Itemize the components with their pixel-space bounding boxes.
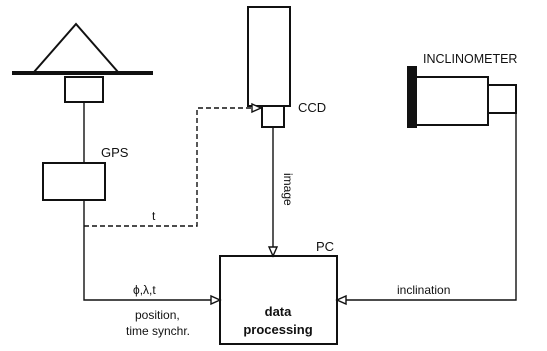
gps-label: GPS <box>101 145 129 160</box>
gps-receiver-box <box>42 162 106 201</box>
inclinometer-label: INCLINOMETER <box>423 52 517 66</box>
arrowhead-image-to-pc <box>267 246 279 258</box>
arrowhead-gps-to-pc <box>210 294 222 306</box>
inclination-line <box>345 113 517 301</box>
data-processing-line2: processing <box>243 322 312 337</box>
gps-data-label: ϕ,λ,t <box>133 283 156 297</box>
gps-data-line <box>83 200 212 301</box>
ccd-label: CCD <box>298 100 326 115</box>
arrowhead-inclination-to-pc <box>335 294 347 306</box>
time-signal-label: t <box>152 209 156 223</box>
gps-data-desc-line1: position, <box>135 308 180 322</box>
image-label: image <box>281 173 295 206</box>
inclinometer-sensor-icon <box>407 66 517 128</box>
inclination-label: inclination <box>397 283 450 297</box>
pc-label: PC <box>316 239 334 254</box>
gps-antenna-icon <box>12 22 153 103</box>
arrowhead-time-to-ccd <box>251 102 263 114</box>
gps-data-desc-line2: time synchr. <box>126 324 190 338</box>
data-processing-line1: data <box>265 304 293 319</box>
time-signal-line <box>84 107 252 227</box>
